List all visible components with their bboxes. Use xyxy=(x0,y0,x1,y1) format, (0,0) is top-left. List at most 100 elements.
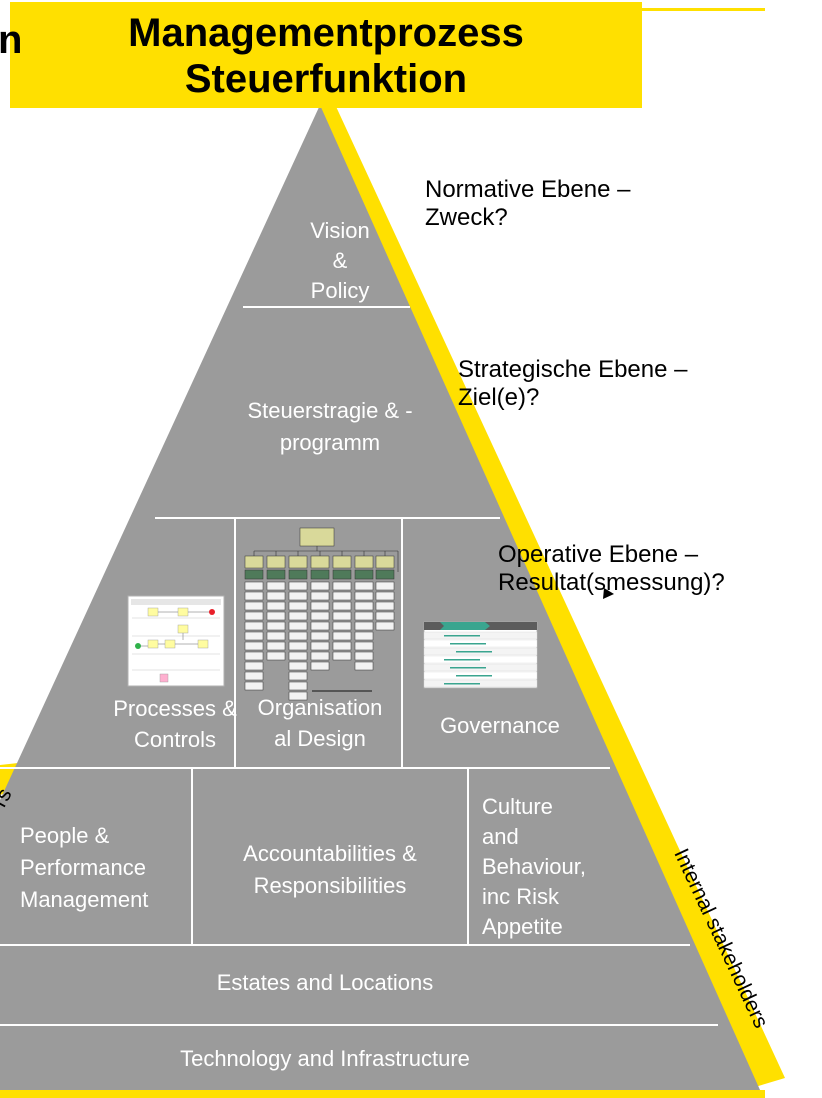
org-box xyxy=(244,661,264,671)
governance-table-thumbnail xyxy=(423,621,538,689)
org-box xyxy=(266,621,286,631)
org-box xyxy=(375,569,395,580)
org-box xyxy=(354,631,374,641)
org-box xyxy=(332,581,352,591)
org-box xyxy=(354,621,374,631)
header-rule xyxy=(640,8,765,11)
org-box xyxy=(310,555,330,569)
org-box xyxy=(288,621,308,631)
org-box xyxy=(244,641,264,651)
org-box xyxy=(375,555,395,569)
gov-row-mark xyxy=(444,683,480,685)
org-box xyxy=(310,601,330,611)
org-box xyxy=(244,555,264,569)
org-box xyxy=(332,651,352,661)
org-box xyxy=(310,611,330,621)
org-box xyxy=(375,621,395,631)
header-title-line2: Steuerfunktion xyxy=(184,57,468,101)
org-box xyxy=(310,569,330,580)
org-box xyxy=(266,641,286,651)
org-box xyxy=(244,631,264,641)
gov-row-mark xyxy=(450,643,486,645)
org-box xyxy=(354,555,374,569)
org-box xyxy=(375,601,395,611)
org-box xyxy=(310,651,330,661)
org-box xyxy=(332,601,352,611)
label-accountabilities: Accountabilities & Responsibilities xyxy=(243,841,417,898)
org-box xyxy=(288,569,308,580)
org-box xyxy=(375,581,395,591)
org-box xyxy=(266,581,286,591)
org-box xyxy=(288,611,308,621)
label-vision-policy: Vision & Policy xyxy=(310,218,370,303)
org-box xyxy=(244,651,264,661)
org-box xyxy=(266,569,286,580)
pointer-triangle xyxy=(603,588,614,599)
org-box xyxy=(332,631,352,641)
org-box xyxy=(310,641,330,651)
org-box xyxy=(266,631,286,641)
org-box xyxy=(375,611,395,621)
gov-row-mark xyxy=(456,675,492,677)
org-box xyxy=(332,555,352,569)
org-box xyxy=(266,601,286,611)
gov-row-mark xyxy=(456,651,492,653)
gov-row xyxy=(423,655,538,664)
org-box xyxy=(266,611,286,621)
gov-row xyxy=(423,631,538,640)
org-box xyxy=(375,591,395,601)
org-box xyxy=(310,661,330,671)
label-processes-controls: Processes & Controls xyxy=(113,696,237,752)
org-box xyxy=(332,569,352,580)
org-box xyxy=(354,661,374,671)
level-operative: Operative Ebene – Resultat(smessung)? xyxy=(498,541,725,596)
org-caption-line xyxy=(312,690,372,692)
org-box xyxy=(288,631,308,641)
org-box xyxy=(310,621,330,631)
org-box xyxy=(354,601,374,611)
org-box xyxy=(354,651,374,661)
org-box xyxy=(310,591,330,601)
right-stakeholder-band xyxy=(318,100,785,1090)
org-box xyxy=(310,631,330,641)
org-box xyxy=(354,569,374,580)
org-box xyxy=(332,641,352,651)
org-box xyxy=(288,651,308,661)
header-title-line1: Managementprozess xyxy=(128,11,524,55)
org-box xyxy=(288,691,308,701)
org-box xyxy=(299,527,335,547)
level-normative: Normative Ebene – Zweck? xyxy=(425,176,631,231)
process-flow-thumbnail xyxy=(127,595,225,687)
org-box xyxy=(244,601,264,611)
gov-row xyxy=(423,679,538,688)
level-strategic: Strategische Ebene – Ziel(e)? xyxy=(458,356,688,411)
label-technology: Technology and Infrastructure xyxy=(180,1046,470,1071)
label-strategy: Steuerstragie & - programm xyxy=(247,398,413,455)
org-box xyxy=(288,661,308,671)
org-box xyxy=(288,591,308,601)
gov-row-mark xyxy=(450,667,486,669)
org-box xyxy=(288,601,308,611)
label-culture: Culture and Behaviour, inc Risk Appetite xyxy=(482,794,586,939)
org-box xyxy=(244,621,264,631)
org-box xyxy=(332,611,352,621)
org-box xyxy=(244,671,264,681)
org-box xyxy=(244,591,264,601)
org-box xyxy=(288,681,308,691)
gov-row-mark xyxy=(444,659,480,661)
org-box xyxy=(310,581,330,591)
org-box xyxy=(288,671,308,681)
clipped-header-fragment: n xyxy=(0,18,23,62)
label-people-performance: People & Performance Management xyxy=(20,823,149,912)
org-box xyxy=(266,555,286,569)
gov-row-mark xyxy=(444,635,480,637)
org-box xyxy=(354,611,374,621)
bottom-band xyxy=(0,1090,765,1098)
org-box xyxy=(266,651,286,661)
org-box xyxy=(332,621,352,631)
org-box xyxy=(288,581,308,591)
org-box xyxy=(288,555,308,569)
org-box xyxy=(244,681,264,691)
